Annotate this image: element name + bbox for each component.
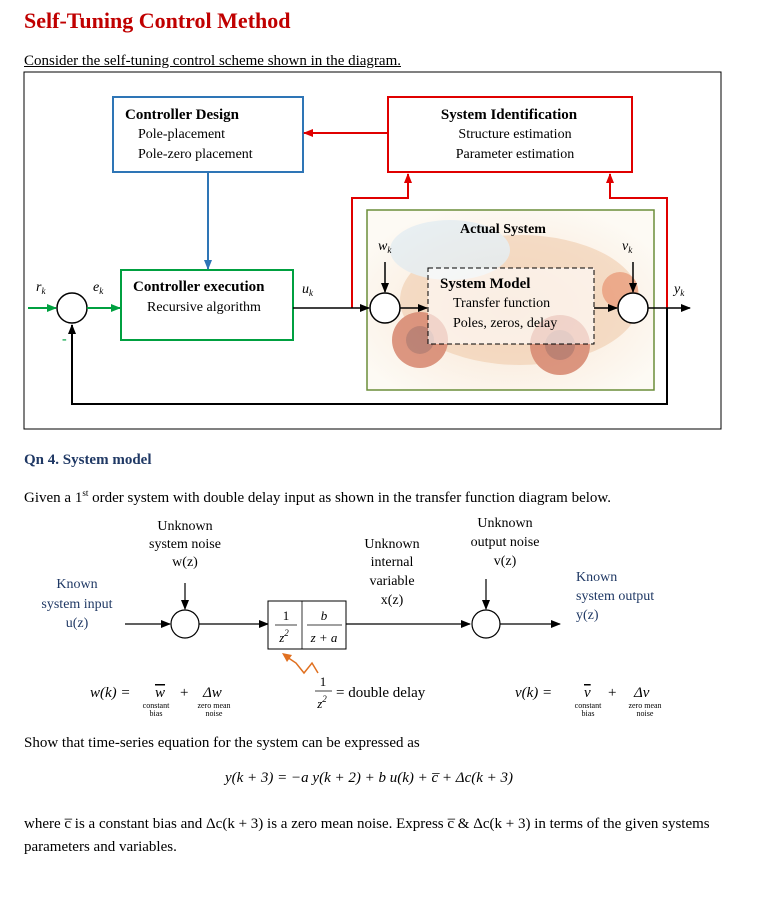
v-eq-noise2: noise	[637, 709, 654, 718]
label-u: uk	[302, 282, 314, 298]
noise-v-line2: output noise	[471, 535, 540, 550]
controller-execution-title: Controller execution	[133, 279, 265, 295]
output-line1: Known	[576, 570, 617, 585]
input-line1: Known	[56, 577, 97, 592]
v-eq-bias: constant	[575, 701, 602, 710]
internal-line3: variable	[369, 574, 414, 589]
u-to-identification-arrow	[351, 173, 412, 308]
label-v: vk	[622, 239, 633, 255]
summing-junction-v	[617, 292, 649, 324]
v-eq-delta: Δv	[633, 685, 650, 701]
system-identification-line1: Structure estimation	[458, 127, 571, 142]
dd-text: = double delay	[336, 685, 426, 701]
dd-den: z2	[316, 694, 327, 711]
dd-num: 1	[320, 674, 327, 689]
output-line2: system output	[576, 589, 654, 604]
pointer-arrow-icon	[286, 656, 319, 675]
sum-v	[471, 609, 501, 639]
controller-design-title: Controller Design	[125, 107, 240, 123]
page-title: Self-Tuning Control Method	[24, 8, 291, 33]
v-eq-plus: +	[608, 685, 616, 701]
label-r: rk	[36, 280, 46, 296]
w-eq-noise2: noise	[206, 709, 223, 718]
system-model-box	[427, 267, 595, 345]
transfer-function-diagram: Unknown system noise w(z) Unknown intern…	[41, 516, 661, 718]
controller-design-line1: Pole-placement	[138, 127, 225, 142]
w-eq-lhs: w(k) =	[90, 685, 131, 701]
v-eq-bar: v	[584, 685, 591, 701]
feedback-line	[68, 308, 668, 405]
time-series-equation: y(k + 3) = −a y(k + 2) + b u(k) + c̅ + Δ…	[225, 770, 514, 786]
noise-w-line2: system noise	[149, 537, 221, 552]
input-line3: u(z)	[66, 616, 89, 631]
system-model-title: System Model	[440, 276, 530, 292]
show-that-text: Show that time-series equation for the s…	[24, 735, 420, 751]
w-eq-bar: w	[155, 685, 165, 701]
label-y: yk	[672, 282, 685, 298]
label-w: wk	[378, 239, 392, 255]
summing-junction-error	[56, 292, 88, 324]
controller-execution-box	[120, 269, 294, 341]
given-text: Given a 1st order system with double del…	[24, 488, 611, 506]
controller-execution-line1: Recursive algorithm	[147, 300, 261, 315]
where-text: where c̅ is a constant bias and Δc(k + 3…	[24, 816, 710, 855]
output-line3: y(z)	[576, 608, 599, 623]
sum-w	[170, 609, 200, 639]
label-e: ek	[93, 280, 104, 296]
system-model-line2: Poles, zeros, delay	[453, 316, 557, 331]
tf-d1: z2	[278, 628, 289, 645]
w-eq-delta: Δw	[202, 685, 222, 701]
noise-v-line1: Unknown	[477, 516, 532, 531]
v-eq-lhs: v(k) =	[515, 685, 552, 701]
y-to-identification-arrow	[606, 173, 668, 308]
intro-text: Consider the self-tuning control scheme …	[24, 53, 401, 69]
internal-line1: Unknown	[364, 537, 419, 552]
self-tuning-diagram: Actual System Controller Design Pole-pla…	[23, 71, 722, 430]
tf-n1: 1	[283, 608, 290, 623]
noise-w-line3: w(z)	[172, 555, 198, 570]
actual-system-label: Actual System	[460, 222, 546, 237]
internal-line2: internal	[371, 555, 414, 570]
v-eq-bias2: bias	[582, 709, 595, 718]
summing-junction-w	[369, 292, 401, 324]
system-identification-title: System Identification	[441, 107, 578, 123]
noise-w-line1: Unknown	[157, 519, 212, 534]
input-line2: system input	[41, 597, 112, 612]
tf-d2: z + a	[310, 630, 338, 645]
controller-design-box	[112, 96, 304, 173]
noise-v-line3: v(z)	[494, 554, 517, 569]
internal-line4: x(z)	[381, 593, 404, 608]
system-model-line1: Transfer function	[453, 296, 550, 311]
w-eq-plus: +	[180, 685, 188, 701]
w-eq-bias2: bias	[150, 709, 163, 718]
tf-n2: b	[321, 608, 328, 623]
system-identification-line2: Parameter estimation	[456, 147, 575, 162]
controller-design-line2: Pole-zero placement	[138, 147, 253, 162]
v-eq-noise: zero mean	[628, 701, 661, 710]
label-minus: -	[62, 332, 67, 347]
w-eq-noise: zero mean	[197, 701, 230, 710]
question-heading: Qn 4. System model	[24, 452, 152, 468]
w-eq-bias: constant	[143, 701, 170, 710]
system-identification-box	[387, 96, 633, 173]
